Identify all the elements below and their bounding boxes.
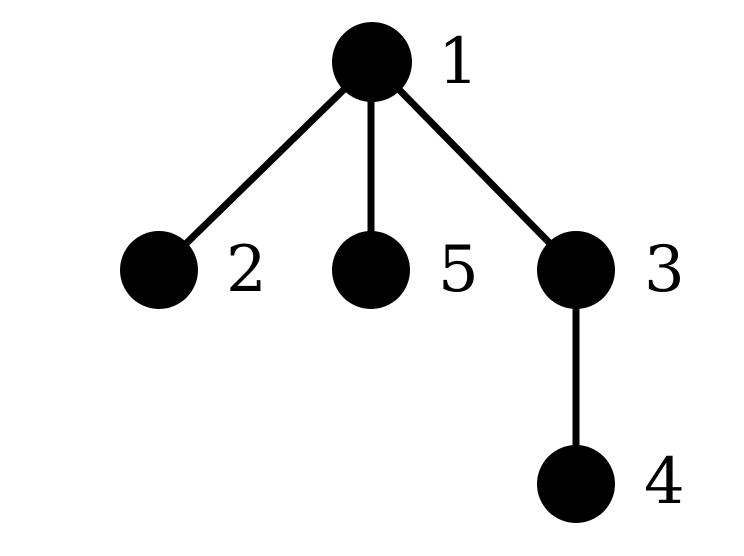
node-label-1: 1 — [438, 25, 479, 99]
graph-node-3[interactable] — [537, 231, 615, 309]
node-label-2: 2 — [226, 233, 267, 307]
node-label-4: 4 — [644, 445, 685, 519]
graph-node-1[interactable] — [332, 22, 412, 102]
node-layer — [120, 22, 615, 523]
graph-edge-1-3 — [369, 59, 579, 273]
graph-node-2[interactable] — [120, 231, 198, 309]
graph-node-4[interactable] — [537, 445, 615, 523]
node-label-3: 3 — [644, 233, 685, 307]
graph-edge-1-2 — [156, 59, 375, 273]
graph-node-5[interactable] — [332, 231, 410, 309]
node-label-5: 5 — [438, 233, 479, 307]
